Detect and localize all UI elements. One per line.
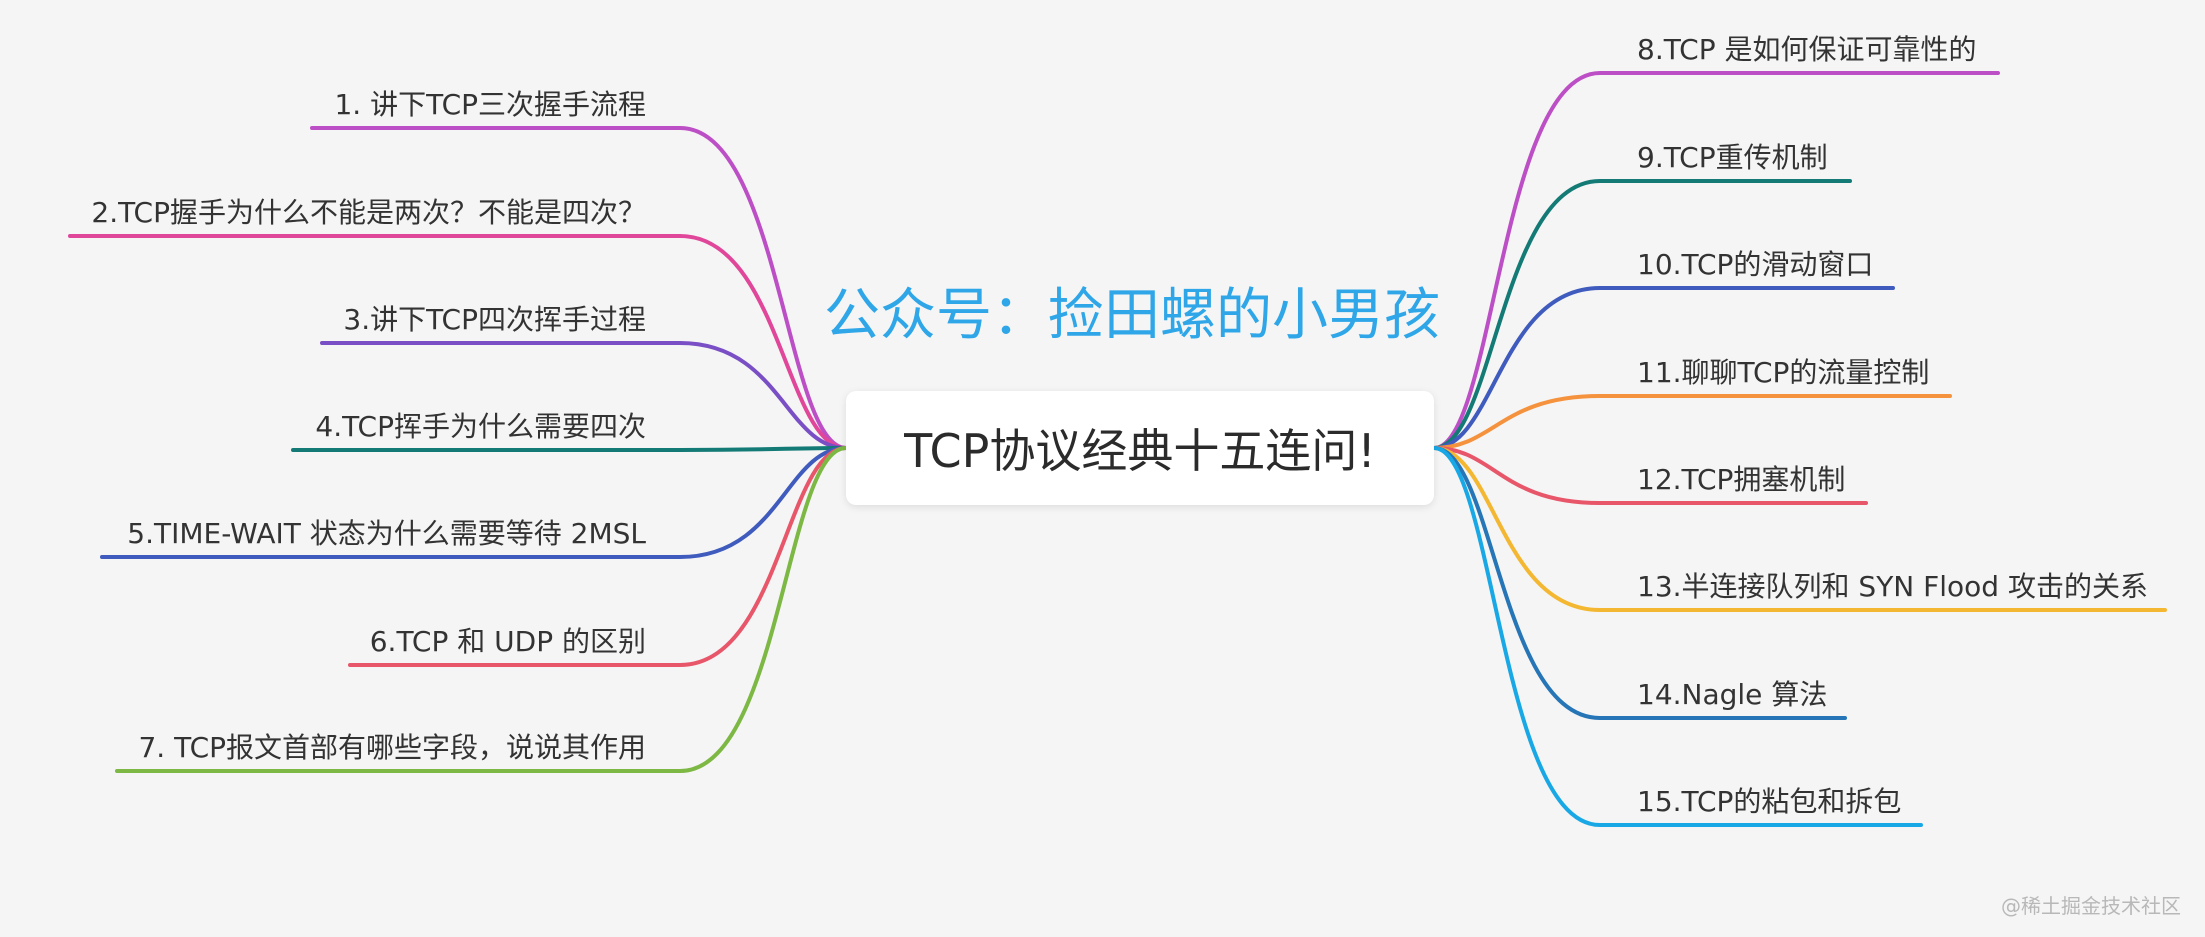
branch-label-left[interactable]: 1. 讲下TCP三次握手流程: [334, 88, 646, 121]
branch-connector-right: [1432, 446, 1847, 720]
branch-connector-left: [320, 341, 848, 450]
branch-label-left[interactable]: 5.TIME-WAIT 状态为什么需要等待 2MSL: [127, 517, 646, 550]
branch-connector-right: [1432, 286, 1895, 450]
center-node[interactable]: TCP协议经典十五连问!: [846, 391, 1434, 505]
branch-connector-right: [1432, 179, 1852, 450]
branch-connector-left: [291, 446, 848, 452]
branch-connector-left: [100, 446, 848, 559]
branch-label-right[interactable]: 15.TCP的粘包和拆包: [1637, 785, 1902, 818]
branch-label-left[interactable]: 2.TCP握手为什么不能是两次？不能是四次？: [91, 196, 646, 229]
branch-connector-right: [1432, 446, 1868, 505]
branch-connector-left: [115, 446, 848, 773]
branch-connector-left: [348, 446, 848, 667]
branch-label-left[interactable]: 3.讲下TCP四次挥手过程: [343, 303, 646, 336]
branch-label-right[interactable]: 9.TCP重传机制: [1637, 141, 1828, 174]
promo-title: 公众号：捡田螺的小男孩: [824, 283, 1440, 348]
branch-connector-right: [1432, 394, 1952, 450]
branch-label-left[interactable]: 7. TCP报文首部有哪些字段，说说其作用: [138, 731, 646, 764]
branch-connector-right: [1432, 446, 2167, 612]
branch-label-right[interactable]: 10.TCP的滑动窗口: [1637, 248, 1874, 281]
branch-label-right[interactable]: 14.Nagle 算法: [1637, 678, 1828, 711]
branch-label-right[interactable]: 11.聊聊TCP的流量控制: [1637, 356, 1930, 389]
branch-label-right[interactable]: 12.TCP拥塞机制: [1637, 463, 1846, 496]
branch-label-left[interactable]: 6.TCP 和 UDP 的区别: [369, 625, 646, 658]
branch-label-left[interactable]: 4.TCP挥手为什么需要四次: [315, 410, 646, 443]
branch-connector-right: [1432, 446, 1923, 827]
branch-label-right[interactable]: 8.TCP 是如何保证可靠性的: [1637, 33, 1977, 66]
branch-label-right[interactable]: 13.半连接队列和 SYN Flood 攻击的关系: [1637, 570, 2148, 603]
center-title: TCP协议经典十五连问!: [904, 424, 1376, 478]
branch-connector-right: [1432, 71, 2000, 450]
watermark: @稀土掘金技术社区: [2001, 894, 2181, 918]
branch-connector-left: [310, 126, 848, 450]
branch-connector-left: [68, 234, 848, 450]
